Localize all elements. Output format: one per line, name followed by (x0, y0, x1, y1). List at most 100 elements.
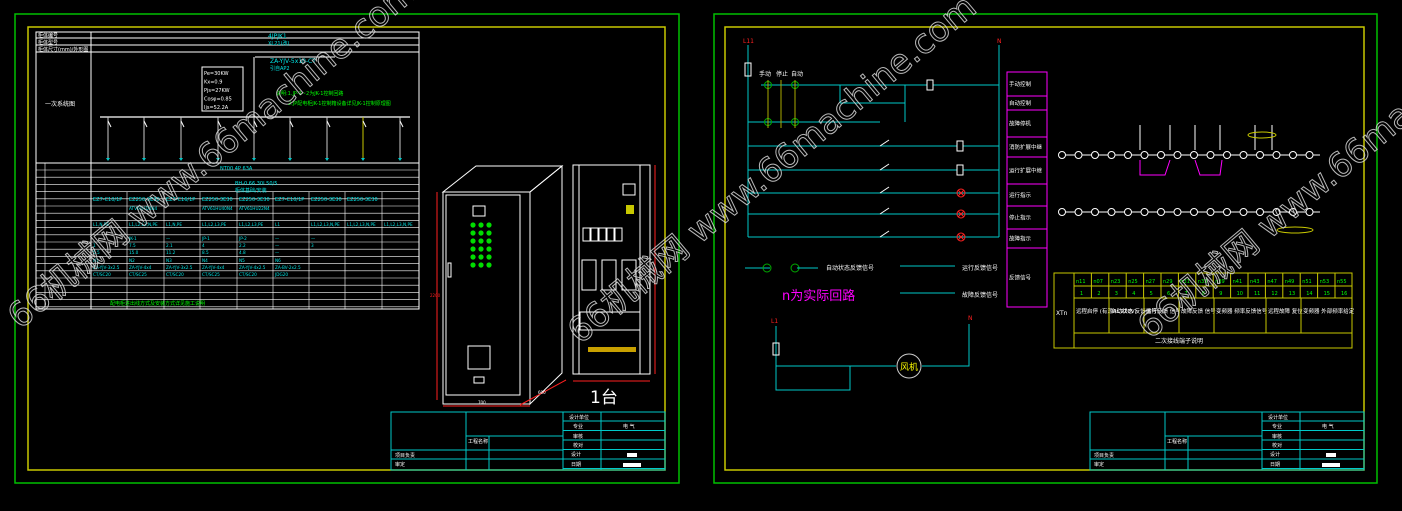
table-cell-cable: ZA-YJV-3x2.5 (166, 265, 193, 270)
terminal-icon (1190, 208, 1198, 216)
table-cell-circuit-no: N2 (129, 258, 135, 263)
breaker-icon (289, 120, 294, 128)
terminal-icon (1223, 151, 1231, 159)
load-calc-line: Kx=0.9 (204, 80, 222, 86)
rail-label: L1 (771, 318, 778, 325)
terminal-icon (1173, 208, 1182, 216)
load-calc-line: Cosφ=0.85 (204, 97, 232, 103)
breaker-module-icon (614, 227, 623, 242)
relay-coil-icon (956, 140, 964, 152)
terminal-signal: n47 (1267, 279, 1277, 285)
circuit-note: n为实际回路 (782, 288, 855, 304)
terminal-description: 变频器 外部频率给定 (1303, 307, 1355, 315)
bus-row-text: BH-0.66 30I 50/5 (235, 181, 277, 187)
indicator-light-icon (486, 222, 492, 228)
terminal-number: 4 (1132, 291, 1135, 297)
rail-label: L11 (743, 38, 754, 45)
table-cell-cable: ZA-YJV-4x4 (202, 265, 225, 270)
breaker-icon (217, 120, 222, 128)
title-block-specialty: 电 气 (623, 423, 635, 430)
table-cell-conduit: CT/SC20 (166, 272, 184, 277)
table-cell-cable: ZA-YJV-4x2.5 (239, 265, 266, 270)
terminal-icon (1272, 208, 1281, 216)
vfd-module-icon (621, 259, 637, 291)
terminal-signal: n07 (1093, 279, 1103, 285)
terminal-number: 13 (1289, 291, 1295, 297)
terminal-number: 7 (1184, 291, 1187, 297)
indicator-light-icon (470, 222, 476, 228)
table-cell-power-kw: 3 (311, 243, 314, 248)
terminal-number: 8 (1202, 291, 1205, 297)
legend-item: 停止指示 (1009, 214, 1032, 222)
legend-item: 运行扩展中继 (1009, 167, 1043, 175)
terminal-number: 1 (1080, 291, 1083, 297)
terminal-icon (1157, 151, 1165, 159)
terminal-icon (1256, 151, 1264, 159)
table-cell-breakers: EZ250-3E30 (311, 197, 342, 203)
indicator-light-icon (486, 254, 492, 260)
indicator-lamp-icon (956, 209, 966, 219)
table-cell-breakers: EZ7-C16/1P (166, 197, 195, 203)
terminal-icon (1140, 208, 1149, 216)
indicator-lamp-icon (956, 232, 966, 242)
arrow-icon (325, 158, 329, 161)
indicator-light-icon (486, 262, 492, 268)
rail-label: N (968, 315, 973, 322)
watermark: 66机械网 www.66machine.com (560, 0, 984, 352)
terminal-icon (1206, 208, 1215, 216)
terminal-signal: n43 (1250, 279, 1260, 285)
title-block-left: 设计单位专业审核校对设计工程名称项目负责审定日期电 气 (390, 411, 666, 471)
terminal-table-caption: 二次接线端子说明 (1155, 337, 1203, 345)
table-cell-equip-no: — (311, 236, 315, 241)
terminal-icon (1173, 151, 1182, 159)
load-calc-line: Pe=30KW (204, 71, 229, 77)
contact-icon (879, 139, 890, 147)
terminal-icon (1289, 208, 1297, 216)
title-block-fill (1326, 453, 1336, 457)
row-label: 柜体尺寸(mm)/外形图 (38, 46, 88, 53)
title-block-label: 设计 (1270, 451, 1280, 458)
cabinet-internal-view: 1台 (572, 164, 656, 408)
table-cell-circuit-no: N1 (93, 258, 99, 263)
table-cell-phases: L1,L2,L3,N,PE (347, 222, 376, 227)
table-cell-breakers: EZ7-C10/1P (275, 197, 304, 203)
terminal-icon (1124, 151, 1132, 159)
indicator-light-icon (486, 238, 492, 244)
breaker-module-icon (582, 227, 591, 242)
table-cell-equip-no: — (166, 236, 170, 241)
title-block-label: 工程名称 (468, 438, 488, 445)
title-block-label: 审核 (573, 433, 583, 440)
table-cell-current-a: 15.0 (129, 250, 139, 255)
load-calc-box (201, 66, 244, 112)
switch-position-label: 自动 (791, 70, 803, 78)
indicator-light-icon (478, 238, 484, 244)
arrow-icon (252, 158, 256, 161)
indicator-light-icon (470, 246, 476, 252)
terminal-number: 14 (1306, 291, 1312, 297)
row-label: 柜体型号 (38, 39, 58, 46)
table-cell-current-a: 8.5 (202, 250, 209, 255)
title-block-label: 日期 (571, 462, 581, 468)
title-block-frame (1089, 411, 1365, 471)
terminal-icon (1190, 151, 1198, 159)
table-cell-phases: L1,L2,L3,N,PE (311, 222, 340, 227)
terminal-description: 自动状态 反馈信号 (1111, 307, 1157, 315)
table-cell-equip-no: JK-1 (128, 236, 137, 241)
control-circuit-schematic: L11 N 手动 停止 自动 手动控制自动控制故障停机消防扩展中继运行扩展中继运… (743, 38, 1048, 391)
table-cell-conduit: CT/SC20 (93, 272, 111, 277)
table-cell-conduit: CT/SC25 (202, 272, 220, 277)
row-label: 一次系统图 (45, 100, 75, 108)
terminal-description: 运行反馈 信号 (1146, 307, 1181, 315)
terminal-number: 15 (1324, 291, 1330, 297)
signal-wire (1194, 159, 1223, 176)
terminal-signal: n51 (1302, 279, 1312, 285)
switch-position-label: 手动 (759, 70, 771, 78)
table-cell-power-kw: 1 (93, 243, 96, 248)
breaker-icon (107, 120, 112, 128)
breaker-icon (326, 120, 331, 128)
terminal-signal: n55 (1337, 279, 1347, 285)
legend-item: 反馈信号 (1009, 274, 1032, 282)
title-block-frame (390, 411, 666, 471)
breaker-icon (143, 120, 148, 128)
arrow-icon (179, 158, 183, 161)
